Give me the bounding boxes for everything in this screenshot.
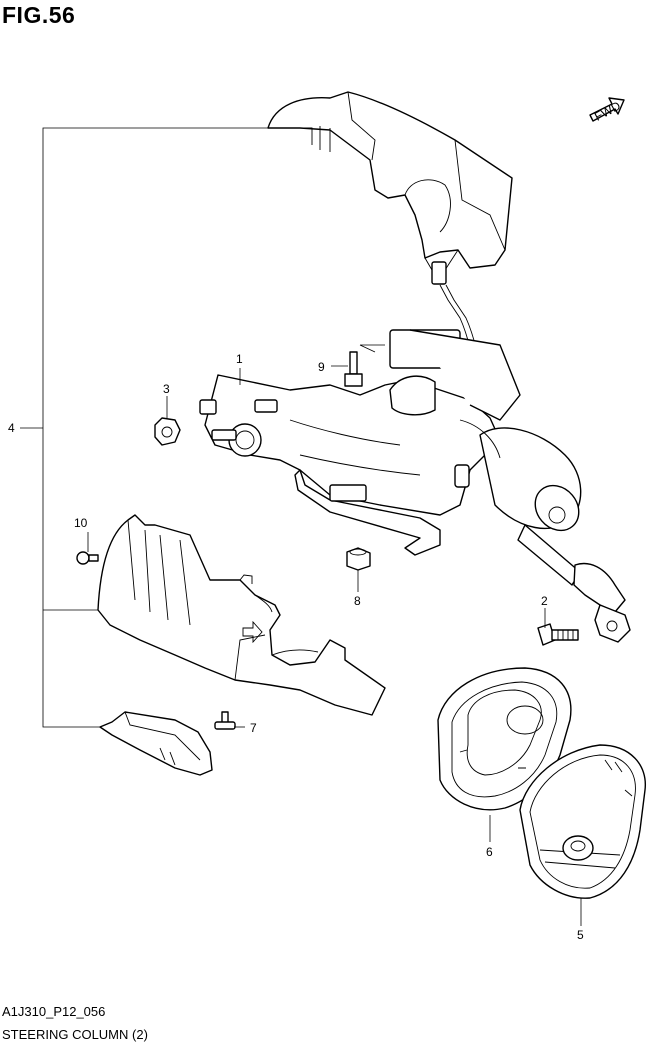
nut-8 [346, 547, 371, 571]
figure-name: STEERING COLUMN (2) [2, 1027, 148, 1042]
leader-lines [87, 344, 582, 926]
upper-column-cover [267, 91, 513, 271]
callout-5: 5 [577, 928, 584, 942]
bolt-9 [344, 351, 363, 387]
lower-column-cover [97, 514, 386, 716]
fwd-arrow-icon: FWD [589, 97, 625, 124]
ring-bezel-6 [437, 667, 572, 811]
bolt-2 [537, 623, 579, 646]
figure-code: A1J310_P12_056 [2, 1004, 106, 1019]
callout-6: 6 [486, 845, 493, 859]
callout-8: 8 [354, 594, 361, 608]
bracket-4 [20, 127, 268, 728]
steering-column-assembly [199, 329, 631, 643]
callout-10: 10 [74, 516, 88, 530]
screw-10 [76, 551, 99, 565]
callout-7: 7 [250, 721, 257, 735]
lower-trim-panel [99, 711, 213, 776]
callout-2: 2 [541, 594, 548, 608]
callout-9: 9 [318, 360, 325, 374]
nut-3 [154, 417, 181, 446]
callout-4: 4 [8, 421, 15, 435]
callout-3: 3 [163, 382, 170, 396]
callout-1: 1 [236, 352, 243, 366]
dust-boot-5 [519, 744, 646, 899]
screw-7 [214, 711, 236, 730]
figure-title: FIG.56 [2, 2, 76, 28]
